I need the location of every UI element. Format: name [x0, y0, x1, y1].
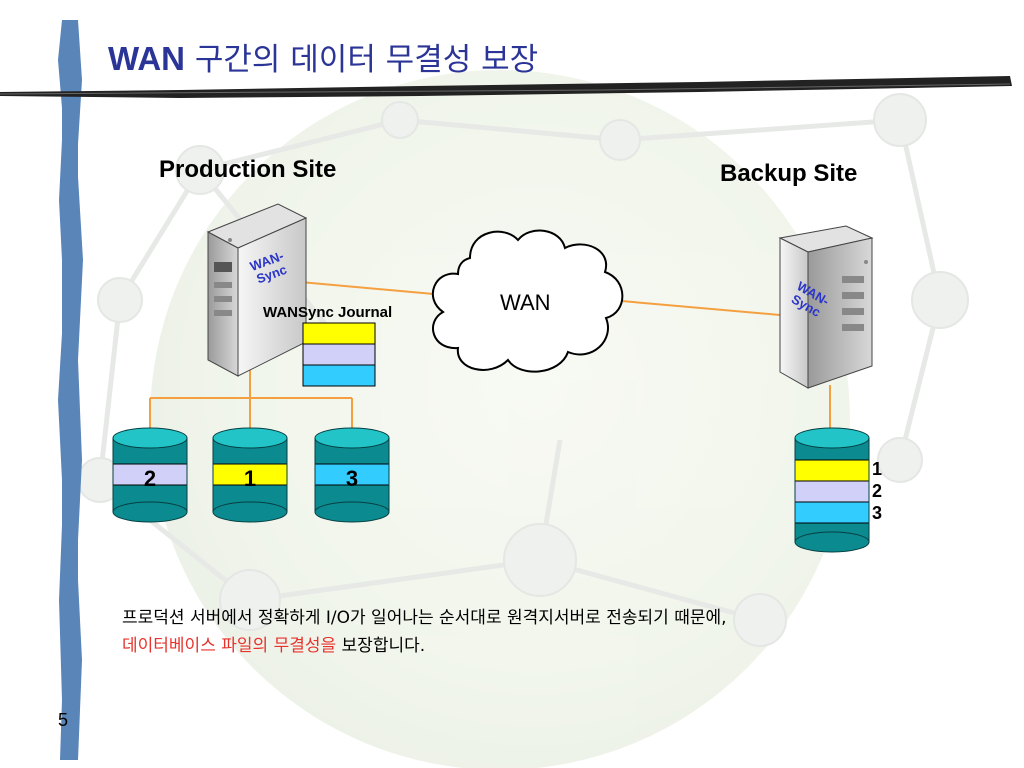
disk-top	[314, 427, 390, 449]
title-en: WAN	[108, 40, 185, 77]
disk-number: 3	[345, 466, 359, 491]
backup-order-list: 1 2 3	[872, 458, 882, 524]
title-underline	[0, 76, 1012, 98]
production-disks	[112, 427, 390, 523]
disk-top	[112, 427, 188, 449]
disk-top	[212, 427, 288, 449]
wansync-journal-label: WANSync Journal	[263, 304, 393, 321]
backup-order-item: 1	[872, 459, 883, 479]
database-icon	[212, 427, 288, 523]
cloud-icon	[431, 229, 624, 373]
page-number: 5	[58, 710, 69, 730]
backup-order-item: 3	[872, 503, 883, 523]
wan-label: WAN	[500, 290, 551, 315]
production-site-label: Production Site	[159, 156, 337, 183]
backup-database-icon	[794, 427, 870, 553]
caption-line2: 데이터베이스 파일의 무결성을 보장합니다.	[122, 632, 727, 660]
backup-order-item: 2	[872, 481, 883, 501]
title-ko: 구간의 데이터 무결성 보장	[194, 42, 539, 78]
disk-bottom	[314, 501, 390, 523]
disk-bottom	[212, 501, 288, 523]
disk-bottom	[112, 501, 188, 523]
wansync-journal-icon	[302, 322, 376, 387]
backup-site-label: Backup Site	[720, 160, 858, 187]
database-icon	[314, 427, 390, 523]
globe-network-background	[77, 70, 969, 768]
disk-number: 1	[243, 466, 257, 491]
caption-highlight: 데이터베이스 파일의 무결성을	[122, 636, 337, 656]
caption: 프로덕션 서버에서 정확하게 I/O가 일어나는 순서대로 원격지서버로 전송되…	[122, 604, 727, 660]
backup-server-icon	[778, 225, 874, 389]
sidebar-decoration	[58, 20, 83, 760]
caption-rest: 보장합니다.	[336, 636, 426, 656]
disk-number: 2	[143, 466, 157, 491]
production-server-icon	[206, 203, 308, 377]
slide-title: WAN 구간의 데이터 무결성 보장	[108, 34, 538, 79]
caption-line1: 프로덕션 서버에서 정확하게 I/O가 일어나는 순서대로 원격지서버로 전송되…	[122, 608, 727, 628]
database-icon	[112, 427, 188, 523]
